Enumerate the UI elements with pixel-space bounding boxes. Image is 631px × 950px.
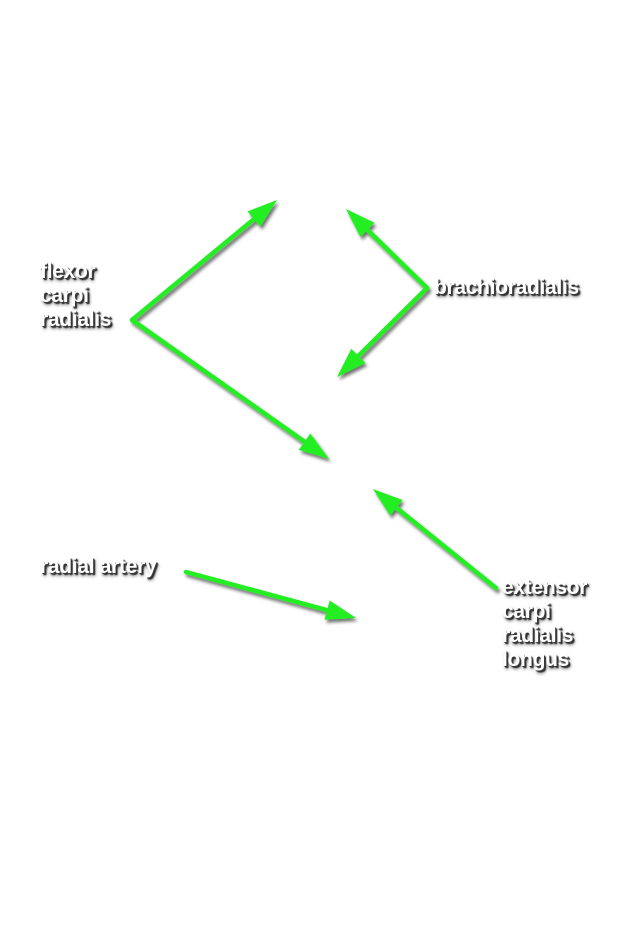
- arrow-flexor-carpi-radialis-upper: [129, 200, 277, 323]
- arrow-brachioradialis-lower: [337, 285, 430, 377]
- arrow-extensor-carpi-radialis-longus-head: [373, 489, 403, 516]
- arrow-flexor-carpi-radialis-lower-shaft: [129, 317, 309, 446]
- arrow-brachioradialis-upper-shaft: [363, 226, 430, 291]
- arrow-flexor-carpi-radialis-upper-shaft: [129, 215, 258, 323]
- arrow-flexor-carpi-radialis-lower-head: [298, 433, 329, 459]
- arrow-brachioradialis-lower-head: [337, 348, 366, 377]
- label-extensor-carpi-radialis-longus: extensor carpi radialis longus: [502, 576, 588, 671]
- arrow-flexor-carpi-radialis-upper-head: [247, 200, 277, 227]
- arrow-brachioradialis-lower-shaft: [354, 285, 430, 360]
- arrow-radial-artery-head: [324, 600, 356, 620]
- arrow-radial-artery: [183, 569, 356, 620]
- arrow-extensor-carpi-radialis-longus-shaft: [392, 504, 499, 591]
- label-brachioradialis: brachioradialis: [434, 276, 579, 299]
- arrow-extensor-carpi-radialis-longus: [373, 489, 499, 591]
- arrow-flexor-carpi-radialis-lower: [129, 317, 329, 459]
- arrow-brachioradialis-upper-head: [346, 209, 375, 238]
- arrow-radial-artery-shaft: [183, 569, 332, 613]
- arrow-brachioradialis-upper: [346, 209, 430, 291]
- label-radial-artery: radial artery: [40, 555, 157, 578]
- label-flexor-carpi-radialis: flexor carpi radialis: [40, 260, 112, 331]
